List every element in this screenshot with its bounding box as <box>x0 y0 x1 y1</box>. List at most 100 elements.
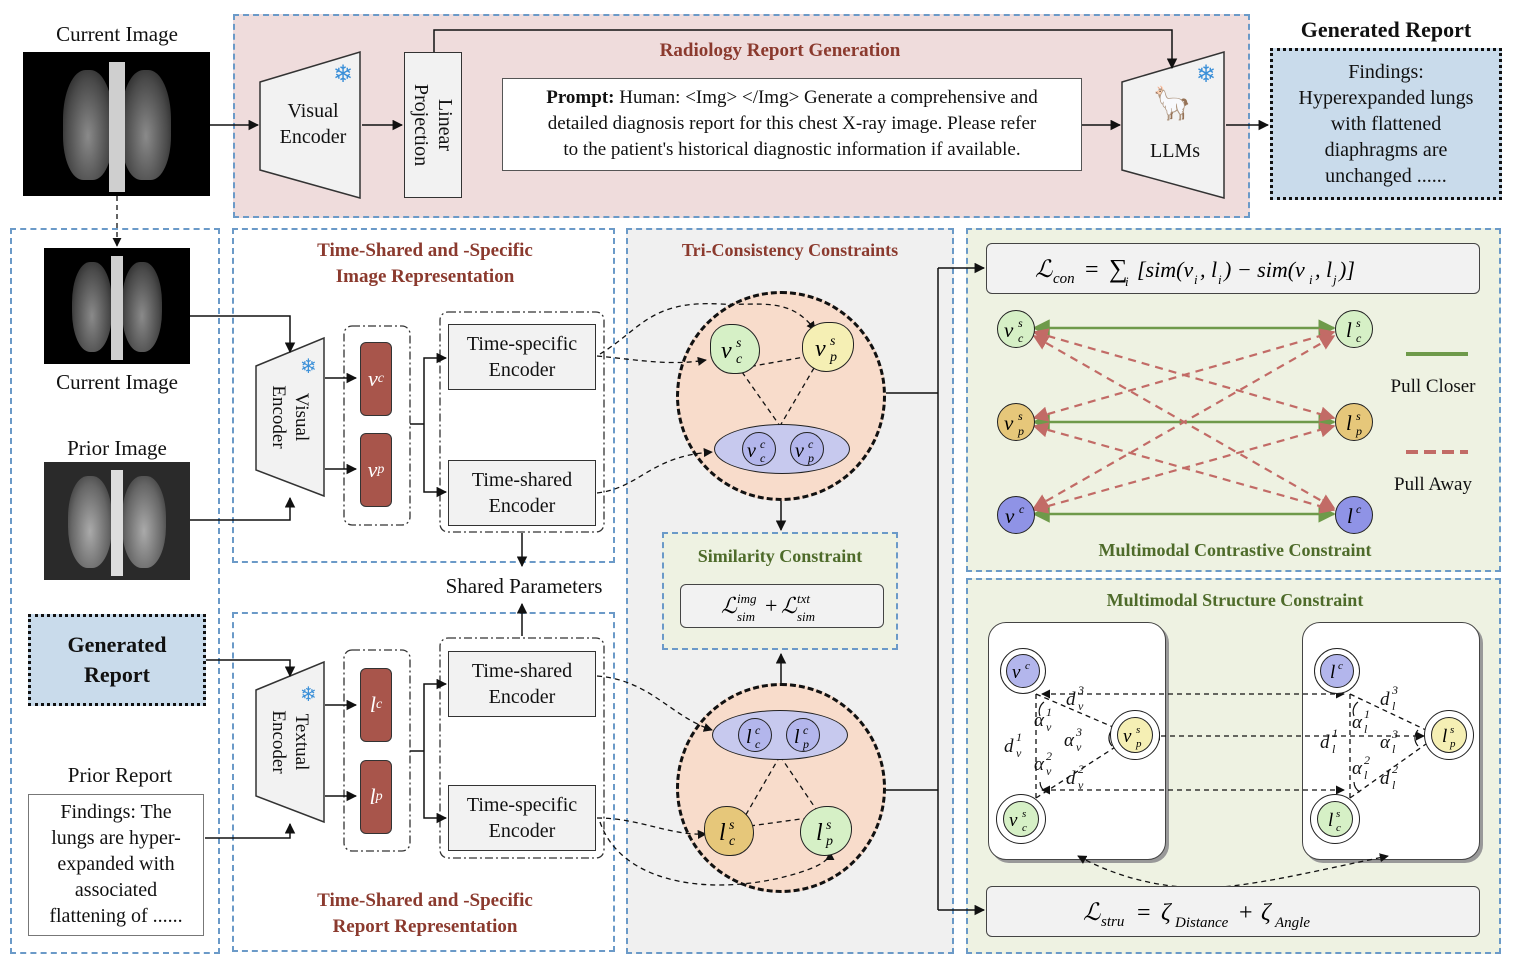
svg-text:l: l <box>816 820 823 846</box>
prior-report-line2: lungs are hyper- <box>51 827 181 849</box>
svg-text:1: 1 <box>1016 730 1022 744</box>
svg-text:+: + <box>765 593 777 618</box>
svg-text:d: d <box>1066 689 1076 710</box>
svg-text:s: s <box>826 818 832 833</box>
time-specific-encoder-report: Time-specific Encoder <box>448 785 596 851</box>
feature-l-c-symbol: l <box>369 692 376 717</box>
svg-text:1: 1 <box>1364 707 1370 721</box>
svg-text:+: + <box>1239 900 1253 926</box>
svg-text:p: p <box>829 350 837 365</box>
report-rep-title: Time-Shared and -Specific Report Represe… <box>250 888 600 940</box>
svg-text:d: d <box>1320 732 1330 753</box>
svg-text:v: v <box>1009 810 1018 831</box>
feature-v-p-sub: p <box>377 462 385 477</box>
svg-text:2: 2 <box>1046 749 1052 763</box>
svg-text:Angle: Angle <box>1274 915 1310 931</box>
pull-away-label: Pull Away <box>1394 474 1472 495</box>
svg-text:s: s <box>1336 808 1340 820</box>
svg-text:α: α <box>1064 730 1075 751</box>
prior-report-box: Findings: The lungs are hyper- expanded … <box>28 794 204 936</box>
svg-text:p: p <box>825 834 833 849</box>
llm-shape <box>1121 50 1225 199</box>
node-v-shared <box>714 424 850 474</box>
time-shared-encoder-image: Time-shared Encoder <box>448 460 596 526</box>
svg-text:p: p <box>1135 738 1142 750</box>
svg-text:v: v <box>1078 778 1084 792</box>
svg-text:d: d <box>1004 736 1014 757</box>
svg-text:c: c <box>1018 331 1024 345</box>
svg-text:l: l <box>1364 768 1368 782</box>
svg-text:v: v <box>747 440 756 462</box>
generated-report-line2: Hyperexpanded lungs <box>1298 87 1474 109</box>
left-panel <box>10 228 220 954</box>
svg-text:l: l <box>1392 699 1396 713</box>
tsh-image-line2: Encoder <box>488 495 556 517</box>
svg-text:d: d <box>1380 689 1390 710</box>
image-rep-title-line1: Time-Shared and -Specific <box>317 240 533 261</box>
generated-report-box-left: Generated Report <box>28 614 206 706</box>
svg-text:=: = <box>1137 900 1151 926</box>
svg-text:v: v <box>721 338 732 364</box>
svg-text:j: j <box>1331 272 1337 287</box>
prompt-line1: Prompt: Human: <Img> </Img> Generate a c… <box>503 85 1081 111</box>
svg-text:1: 1 <box>1046 705 1052 719</box>
tri-title: Tri-Consistency Constraints <box>681 240 899 260</box>
tse-image-line2: Encoder <box>488 359 556 381</box>
svg-text:d: d <box>1380 768 1390 789</box>
structure-title: Multimodal Structure Constraint <box>1106 590 1364 610</box>
svg-text:v: v <box>1078 699 1084 713</box>
svg-text:stru: stru <box>1101 914 1124 930</box>
svg-text:c: c <box>1019 502 1025 516</box>
rrg-title: Radiology Report Generation <box>659 40 901 61</box>
generated-report-title: Generated Report <box>1300 17 1472 42</box>
svg-text:) − sim(v: ) − sim(v <box>1222 257 1305 282</box>
feature-v-p-symbol: v <box>367 457 378 482</box>
svg-text:∑: ∑ <box>1109 254 1128 283</box>
snowflake-icon: ❄ <box>1196 62 1217 88</box>
svg-text:2: 2 <box>1078 762 1084 776</box>
svg-text:, l: , l <box>1315 257 1332 282</box>
prompt-text-1: Human: <Img> </Img> Generate a comprehen… <box>614 87 1038 108</box>
svg-text:v: v <box>1076 740 1082 754</box>
feature-v-c-sub: c <box>377 371 384 386</box>
snowflake-icon: ❄ <box>333 62 354 88</box>
svg-text:l: l <box>1346 318 1352 342</box>
prior-report-line4: associated <box>74 879 158 901</box>
svg-text:v: v <box>1046 720 1052 734</box>
svg-text:l: l <box>794 726 800 748</box>
report-rep-title-line2: Report Representation <box>332 916 518 937</box>
tsh-image-line1: Time-shared <box>471 469 573 491</box>
similarity-title: Similarity Constraint <box>697 546 863 566</box>
svg-text:=: = <box>1085 257 1099 283</box>
svg-text:c: c <box>760 451 766 465</box>
pull-closer-label: Pull Closer <box>1390 376 1476 397</box>
svg-text:txt: txt <box>797 591 810 606</box>
prior-report-line1: Findings: The <box>60 801 172 823</box>
svg-text:p: p <box>1017 424 1024 438</box>
textual-encoder-mid-shape <box>255 660 325 824</box>
svg-text:d: d <box>1066 768 1076 789</box>
